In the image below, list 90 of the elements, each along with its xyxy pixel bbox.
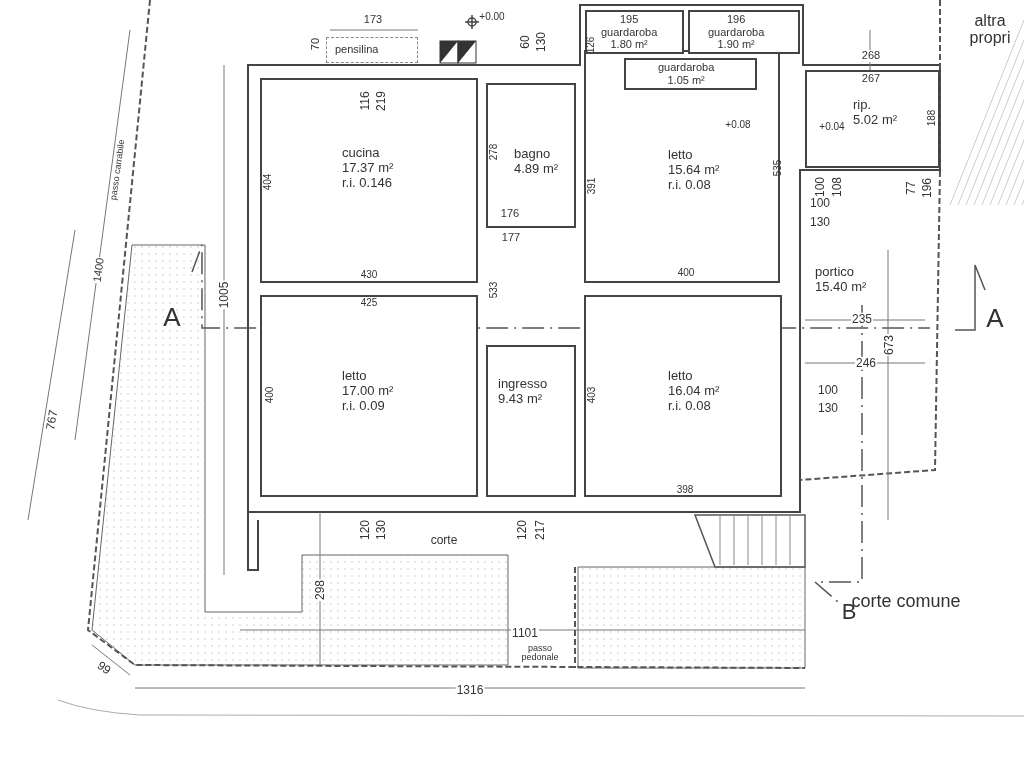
room-outline [805, 70, 940, 168]
dimension-label: 173 [362, 14, 384, 26]
area-label: altra propri [968, 13, 1012, 47]
dimension-label: 1400 [91, 256, 107, 284]
dimension-label: 278 [488, 142, 500, 162]
dimension-label: 391 [586, 176, 598, 196]
room-area: 16.04 m² [668, 383, 720, 399]
dimension-label: 404 [262, 172, 274, 192]
room-area: 15.64 m² [668, 162, 720, 178]
dimension-label: 196 [920, 177, 934, 199]
room-name: cucina [342, 146, 380, 161]
room-outline [584, 295, 782, 497]
section-mark: A [162, 304, 182, 332]
area-label: corte [429, 533, 459, 547]
dimension-label: 400 [264, 385, 276, 405]
dimension-label: 246 [855, 356, 877, 370]
dimension-label: 217 [533, 519, 547, 541]
dimension-label: 130 [374, 519, 388, 541]
dimension-label: 116 [358, 90, 372, 112]
dimension-label: 398 [675, 484, 695, 496]
room-name: guardaroba [658, 61, 715, 74]
lighting-ratio: r.i. 0.146 [342, 175, 392, 191]
room-name: pensilina [335, 43, 379, 56]
room-area: 4.89 m² [514, 161, 559, 177]
room-name: letto [668, 369, 693, 384]
room-area: 1.05 m² [667, 73, 705, 87]
room-name: letto [342, 369, 367, 384]
room-outline [486, 83, 576, 228]
room-outline [486, 345, 576, 497]
room-name: guardaroba [601, 25, 658, 39]
room-name: letto [668, 148, 693, 163]
room-area: 17.37 m² [342, 160, 394, 176]
dimension-label: 267 [860, 73, 882, 85]
room-name: rip. [853, 98, 872, 113]
dimension-label: 673 [882, 334, 896, 356]
section-mark: A [985, 305, 1005, 333]
room-outline [260, 78, 478, 283]
dimension-label: 430 [359, 269, 379, 281]
room-name: portico [815, 265, 855, 280]
dimension-label: 126 [585, 35, 597, 55]
dimension-label: 176 [499, 208, 521, 220]
dimension-label: 130 [817, 401, 839, 415]
dimension-label: 403 [586, 385, 598, 405]
room-area: 1.80 m² [610, 38, 648, 51]
dimension-label: 120 [515, 519, 529, 541]
dimension-label: 130 [534, 31, 548, 53]
dimension-label: 1005 [217, 280, 231, 310]
room-area: 5.02 m² [853, 112, 898, 128]
dimension-label: 298 [313, 579, 327, 601]
canopy-outline [326, 37, 418, 63]
room-area: 9.43 m² [498, 391, 543, 407]
room-name: guardaroba [708, 25, 765, 39]
dimension-label: 195 [619, 13, 639, 26]
dimension-label: 60 [518, 34, 532, 50]
elevation-label: +0.04 [818, 121, 846, 133]
room-outline [688, 10, 800, 54]
dimension-label: 77 [904, 180, 918, 196]
dimension-label: 533 [488, 280, 500, 300]
dimension-label: 235 [851, 312, 873, 326]
elevation-label: +0.08 [724, 119, 752, 131]
room-area: 17.00 m² [342, 383, 394, 399]
dimension-label: 425 [359, 297, 379, 309]
dimension-label: 1101 [511, 626, 539, 640]
room-outline [624, 58, 757, 90]
dimension-label: 177 [500, 232, 522, 244]
lighting-ratio: r.i. 0.08 [668, 398, 711, 414]
dimension-label: 196 [726, 13, 746, 26]
dimension-label: 1316 [455, 683, 485, 697]
room-outline [260, 295, 478, 497]
dimension-label: 130 [809, 215, 831, 229]
room-area: 1.90 m² [717, 38, 755, 51]
lighting-ratio: r.i. 0.08 [668, 177, 711, 193]
road-label: passo carrabile [108, 138, 128, 202]
dimension-label: 535 [772, 158, 784, 178]
lighting-ratio: r.i. 0.09 [342, 398, 385, 414]
dimension-label: 100 [809, 196, 831, 210]
room-name: ingresso [498, 377, 548, 392]
elevation-label: +0.00 [478, 11, 506, 23]
dimension-label: 108 [830, 176, 844, 198]
room-outline [585, 10, 684, 54]
dimension-label: 400 [676, 267, 696, 279]
dimension-label: 100 [813, 176, 827, 198]
dimension-label: 188 [926, 108, 938, 128]
room-area: 15.40 m² [815, 279, 867, 295]
dimension-label: 268 [860, 50, 882, 62]
dimension-label: 70 [310, 36, 322, 52]
dimension-label: 100 [817, 383, 839, 397]
dimension-label: 219 [374, 90, 388, 112]
dimension-label: 120 [358, 519, 372, 541]
room-name: bagno [514, 147, 551, 162]
